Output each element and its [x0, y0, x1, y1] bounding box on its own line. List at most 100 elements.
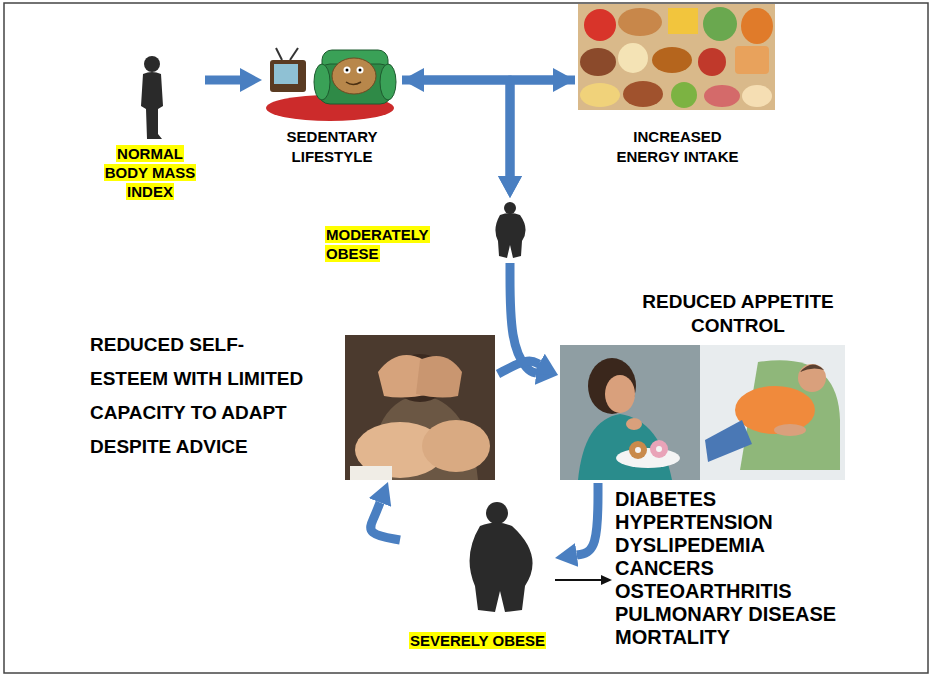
effect-box: REDUCED APPETITE CONTROL: [558, 288, 868, 483]
stage-label: SEVERELY OBESE: [400, 490, 555, 650]
outer-frame: [4, 3, 928, 673]
eating-photo: [560, 345, 700, 480]
flow-arrow: [205, 76, 240, 85]
food-item: [671, 82, 697, 108]
tv-screen: [274, 64, 298, 84]
tv-set: [270, 60, 306, 92]
flow-arrow: [577, 483, 598, 555]
cause-box: SEDENTARY LIFESTYLE: [262, 42, 402, 167]
severely-obese-silhouette: [470, 502, 533, 612]
label-line: MODERATELY OBESE: [325, 225, 450, 263]
stage-text: MODERATELY OBESE: [325, 226, 430, 262]
normal-silhouette: [141, 56, 163, 139]
donut-hole: [635, 447, 641, 453]
photo-ground: [700, 345, 845, 480]
silhouette-head: [144, 56, 160, 72]
antenna: [290, 48, 298, 60]
list-item: DIABETES: [615, 488, 901, 511]
food-item: [580, 48, 616, 76]
food-item: [618, 43, 648, 73]
stage-label: MODERATELY OBESE: [320, 198, 545, 263]
couch-arm: [380, 64, 396, 100]
lounging-photo: [700, 345, 845, 480]
flow-arrow: [498, 361, 539, 374]
stage-text: SEVERELY OBESE: [409, 632, 546, 649]
potato-pupil: [359, 69, 362, 72]
food-item: [742, 85, 772, 107]
complication-list: DIABETESHYPERTENSIONDYSLIPEDEMIACANCERSO…: [612, 486, 902, 653]
jeans: [705, 420, 752, 462]
hair: [588, 358, 636, 414]
arm: [416, 356, 462, 398]
arm: [774, 424, 806, 436]
stage-label: NORMAL BODY MASS INDEX: [95, 48, 205, 201]
silhouette-head: [486, 502, 508, 524]
food-item: [668, 8, 698, 34]
food-ground: [578, 4, 775, 110]
food-item: [623, 81, 663, 107]
food-item: [580, 83, 620, 107]
box-text: REDUCED APPETITE CONTROL: [613, 290, 863, 338]
label-block: SEDENTARY LIFESTYLE: [262, 127, 402, 167]
couch-arm: [314, 64, 330, 100]
list-item: DYSLIPEDEMIA: [615, 534, 901, 557]
potato: [332, 58, 376, 94]
label-block: MODERATELY OBESE: [325, 225, 450, 263]
head: [798, 364, 826, 392]
label-block: NORMAL BODY MASS INDEX: [95, 144, 205, 201]
label-block: DIABETESHYPERTENSIONDYSLIPEDEMIACANCERSO…: [615, 488, 901, 649]
silhouette-body: [495, 213, 525, 258]
food-item: [584, 9, 616, 41]
photo-ground: [560, 345, 700, 480]
stage-text: NORMAL BODY MASS INDEX: [104, 145, 197, 200]
label-block: INCREASED ENERGY INTAKE: [605, 127, 750, 167]
effect-box: REDUCED SELF-ESTEEM WITH LIMITED CAPACIT…: [88, 322, 498, 482]
food-item: [652, 47, 692, 73]
potato-eye: [357, 67, 364, 74]
antenna: [276, 48, 282, 60]
flow-arrow: [555, 579, 601, 581]
silhouette-body: [141, 72, 163, 139]
flow-arrow: [510, 263, 536, 373]
label-line: SEVERELY OBESE: [400, 631, 555, 650]
flow-arrow: [510, 80, 575, 176]
potato-mouth: [346, 82, 361, 85]
food-item: [698, 48, 726, 76]
potato-eye: [344, 67, 351, 74]
label-block: SEVERELY OBESE: [400, 631, 555, 650]
flow-arrow: [424, 76, 553, 85]
sock: [350, 466, 392, 480]
food-item: [703, 7, 737, 41]
self-esteem-photo: [345, 335, 495, 480]
food-item: [735, 46, 769, 74]
food-collage: [578, 4, 775, 110]
flow-arrow: [371, 503, 400, 540]
hand: [626, 418, 642, 430]
list-item: OSTEOARTHRITIS: [615, 580, 901, 603]
donut: [629, 441, 647, 459]
label-block: REDUCED APPETITE CONTROL: [613, 290, 863, 338]
hair: [800, 364, 824, 372]
box-text: REDUCED SELF-ESTEEM WITH LIMITED CAPACIT…: [90, 328, 312, 464]
label-block: REDUCED SELF-ESTEEM WITH LIMITED CAPACIT…: [90, 328, 312, 464]
top: [578, 414, 672, 480]
face: [605, 375, 635, 413]
silhouette-head: [504, 202, 516, 214]
donut-hole: [656, 446, 662, 452]
silhouette-body: [470, 523, 533, 613]
moderately-obese-silhouette: [495, 202, 525, 258]
plate: [616, 448, 680, 468]
donut: [650, 440, 668, 458]
cause-box: INCREASED ENERGY INTAKE: [575, 4, 780, 167]
couch-potato-illustration: [266, 48, 396, 121]
list-item: CANCERS: [615, 557, 901, 580]
food-item: [704, 85, 740, 107]
knee: [422, 420, 490, 472]
flow-arrow: [402, 80, 510, 176]
food-item: [618, 8, 662, 36]
list-item: HYPERTENSION: [615, 511, 901, 534]
box-text: SEDENTARY LIFESTYLE: [262, 127, 402, 167]
label-line: NORMAL BODY MASS INDEX: [95, 144, 205, 201]
